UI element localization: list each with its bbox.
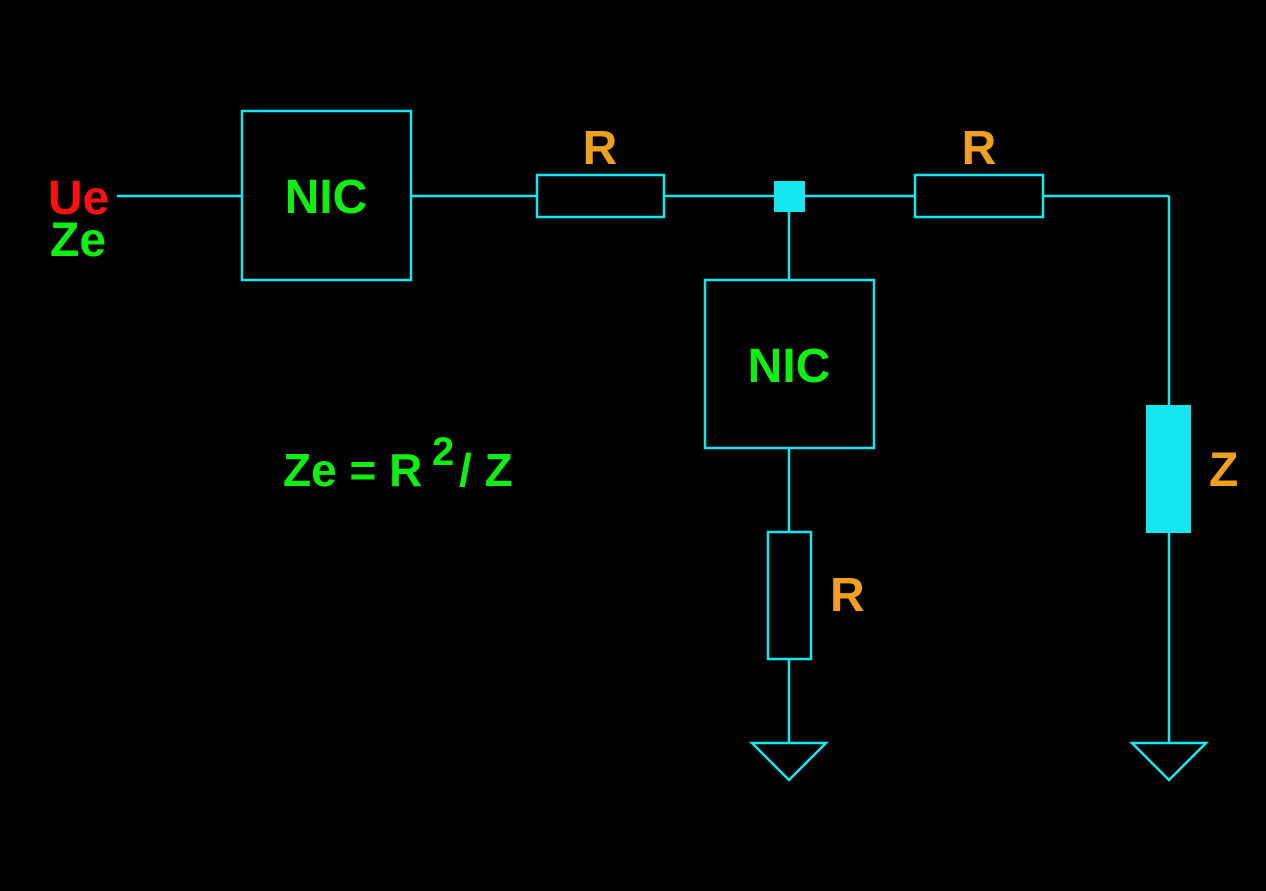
resistor-shunt-label: R bbox=[830, 569, 865, 622]
formula-exponent: 2 bbox=[432, 430, 454, 474]
nic-block-shunt: NIC bbox=[703, 278, 876, 450]
load-impedance: Z bbox=[1146, 405, 1238, 533]
junction-node bbox=[774, 181, 805, 212]
formula-rhs: / Z bbox=[459, 444, 513, 496]
formula-lhs: Ze = R bbox=[283, 444, 422, 496]
ground-symbol-shunt bbox=[748, 741, 830, 782]
nic-series-label: NIC bbox=[285, 171, 368, 224]
ground-symbol-load bbox=[1128, 741, 1210, 782]
load-impedance-label: Z bbox=[1209, 444, 1238, 497]
nic-shunt-label: NIC bbox=[748, 340, 831, 393]
resistor-shunt: R bbox=[766, 530, 865, 661]
resistor-series-1-label: R bbox=[583, 122, 618, 175]
formula: Ze = R 2 / Z bbox=[283, 430, 513, 496]
input-voltage-label: Ue bbox=[48, 172, 109, 225]
nic-block-series: NIC bbox=[240, 109, 413, 282]
resistor-series-2-label: R bbox=[962, 122, 997, 175]
input-impedance-label: Ze bbox=[50, 214, 106, 267]
resistor-series-2: R bbox=[913, 122, 1045, 219]
resistor-series-1: R bbox=[535, 122, 666, 219]
